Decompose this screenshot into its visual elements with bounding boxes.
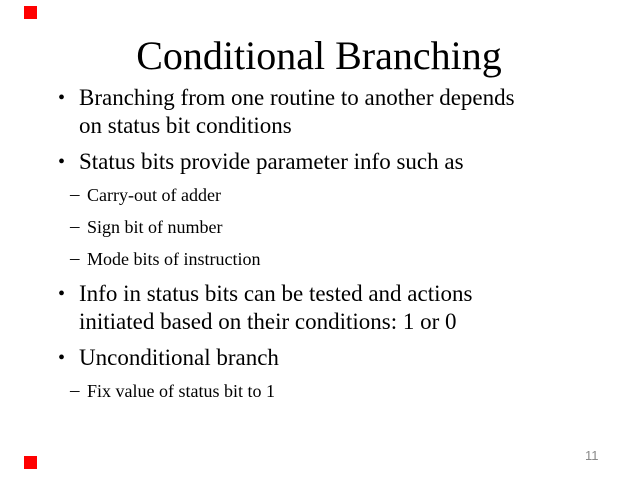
slide-title: Conditional Branching: [136, 33, 502, 78]
bullet-text: Branching from one routine to another de…: [79, 85, 515, 138]
bullet-icon: •: [58, 283, 66, 305]
sub-bullet-text: Sign bit of number: [87, 217, 223, 237]
bullet-item: • Branching from one routine to another …: [58, 84, 628, 140]
bullet-text: Unconditional branch: [79, 345, 279, 370]
page-number: 11: [585, 448, 599, 463]
dash-bullet-icon: –: [70, 248, 80, 269]
sub-bullet-text: Mode bits of instruction: [87, 249, 261, 269]
sub-bullet-text: Fix value of status bit to 1: [87, 381, 275, 401]
bullet-item: • Unconditional branch: [58, 344, 628, 372]
bullet-icon: •: [58, 151, 66, 173]
sub-bullet-item: – Mode bits of instruction: [70, 248, 628, 270]
bullet-icon: •: [58, 87, 66, 109]
bullet-item: • Info in status bits can be tested and …: [58, 280, 628, 336]
sub-bullet-item: – Fix value of status bit to 1: [70, 380, 628, 402]
bullet-text: Info in status bits can be tested and ac…: [79, 281, 473, 334]
red-corner-marker-bottom: [24, 456, 37, 469]
bullet-list: • Branching from one routine to another …: [0, 84, 638, 412]
dash-bullet-icon: –: [70, 184, 80, 205]
red-corner-marker-top: [24, 6, 37, 19]
sub-bullet-item: – Sign bit of number: [70, 216, 628, 238]
sub-bullet-item: – Carry-out of adder: [70, 184, 628, 206]
dash-bullet-icon: –: [70, 380, 80, 401]
sub-bullet-text: Carry-out of adder: [87, 185, 221, 205]
bullet-item: • Status bits provide parameter info suc…: [58, 148, 628, 176]
bullet-text: Status bits provide parameter info such …: [79, 149, 464, 174]
dash-bullet-icon: –: [70, 216, 80, 237]
bullet-icon: •: [58, 347, 66, 369]
